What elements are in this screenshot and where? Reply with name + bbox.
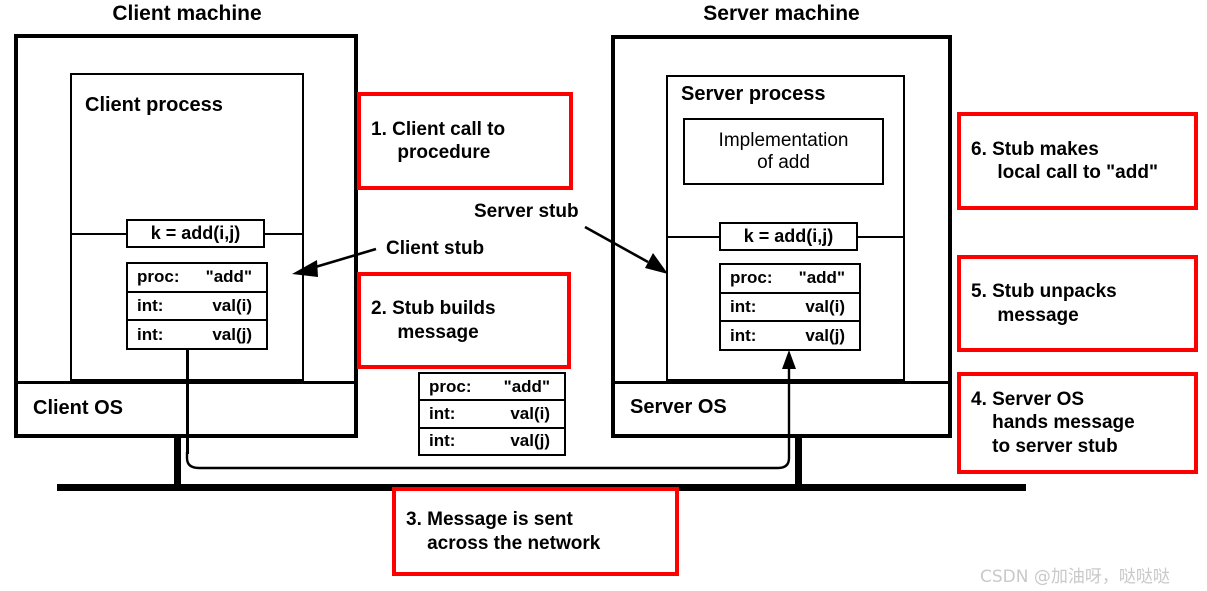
client-network-drop: [174, 438, 181, 487]
wire-message-row: int: val(i): [420, 401, 564, 429]
step-2-note: 2. Stub builds message: [357, 272, 571, 369]
step-3-text: 3. Message is sent across the network: [406, 509, 601, 554]
client-stub-to-os-wire: [186, 350, 189, 454]
server-stub-row-value: "add": [798, 268, 845, 288]
wire-message-box: proc: "add" int: val(i) int: val(j): [418, 372, 566, 456]
client-stub-row: proc: "add": [128, 264, 266, 293]
step-4-text: 4. Server OS hands message to server stu…: [971, 389, 1135, 457]
wire-message-row: int: val(j): [420, 429, 564, 454]
server-os-divider: [615, 381, 948, 384]
client-stub-row-key: proc:: [137, 267, 180, 287]
client-process-title: Client process: [85, 94, 223, 116]
client-stub-row-value: val(i): [212, 296, 252, 315]
client-machine-title: Client machine: [112, 2, 262, 25]
step-1-text: 1. Client call to procedure: [371, 118, 506, 163]
step-4-note: 4. Server OS hands message to server stu…: [957, 372, 1198, 474]
server-stub-row: int: val(j): [721, 322, 859, 349]
wire-message-row-value: "add": [503, 376, 550, 396]
client-stub-row-key: int:: [137, 324, 164, 344]
server-stub-row-value: val(j): [805, 325, 845, 345]
client-os-label: Client OS: [33, 397, 124, 419]
server-stub-row-key: int:: [730, 325, 757, 345]
wire-message-row-key: proc:: [429, 376, 472, 396]
server-stub-callout-label: Server stub: [474, 201, 579, 222]
wire-message-row-value: val(j): [510, 431, 550, 451]
csdn-watermark: CSDN @加油呀，哒哒哒: [980, 567, 1170, 587]
server-stub-row: int: val(i): [721, 294, 859, 323]
step-2-text: 2. Stub builds message: [371, 298, 496, 343]
server-os-label: Server OS: [630, 396, 727, 418]
server-stub-row-key: proc:: [730, 268, 773, 288]
client-stub-callout-label: Client stub: [386, 238, 485, 259]
client-stub-box: proc: "add" int: val(i) int: val(j): [126, 262, 268, 350]
step-5-text: 5. Stub unpacks message: [971, 281, 1117, 326]
server-stub-row: proc: "add": [721, 265, 859, 294]
step-6-text: 6. Stub makes local call to "add": [971, 138, 1158, 183]
client-stub-row: int: val(i): [128, 293, 266, 322]
client-stub-row-value: val(j): [212, 324, 252, 344]
server-machine-title: Server machine: [703, 2, 860, 25]
server-network-drop: [795, 438, 802, 487]
step-3-note: 3. Message is sent across the network: [392, 487, 679, 576]
server-stub-row-key: int:: [730, 297, 757, 316]
client-stub-row-key: int:: [137, 296, 164, 315]
wire-message-row-value: val(i): [510, 403, 550, 423]
server-process-title: Server process: [681, 83, 826, 105]
wire-message-row-key: int:: [429, 431, 456, 451]
wire-message-row: proc: "add": [420, 374, 564, 402]
client-call-pill: k = add(i,j): [126, 219, 265, 248]
implementation-of-add-box: Implementation of add: [683, 118, 884, 185]
step-1-note: 1. Client call to procedure: [357, 92, 573, 190]
client-stub-row: int: val(j): [128, 321, 266, 348]
server-stub-row-value: val(i): [805, 297, 845, 316]
server-stub-box: proc: "add" int: val(i) int: val(j): [719, 263, 861, 351]
server-call-pill: k = add(i,j): [719, 222, 858, 251]
step-6-note: 6. Stub makes local call to "add": [957, 112, 1198, 210]
client-stub-row-value: "add": [205, 267, 252, 287]
implementation-label: Implementation of add: [718, 130, 849, 173]
wire-message-row-key: int:: [429, 403, 456, 423]
step-5-note: 5. Stub unpacks message: [957, 255, 1198, 352]
